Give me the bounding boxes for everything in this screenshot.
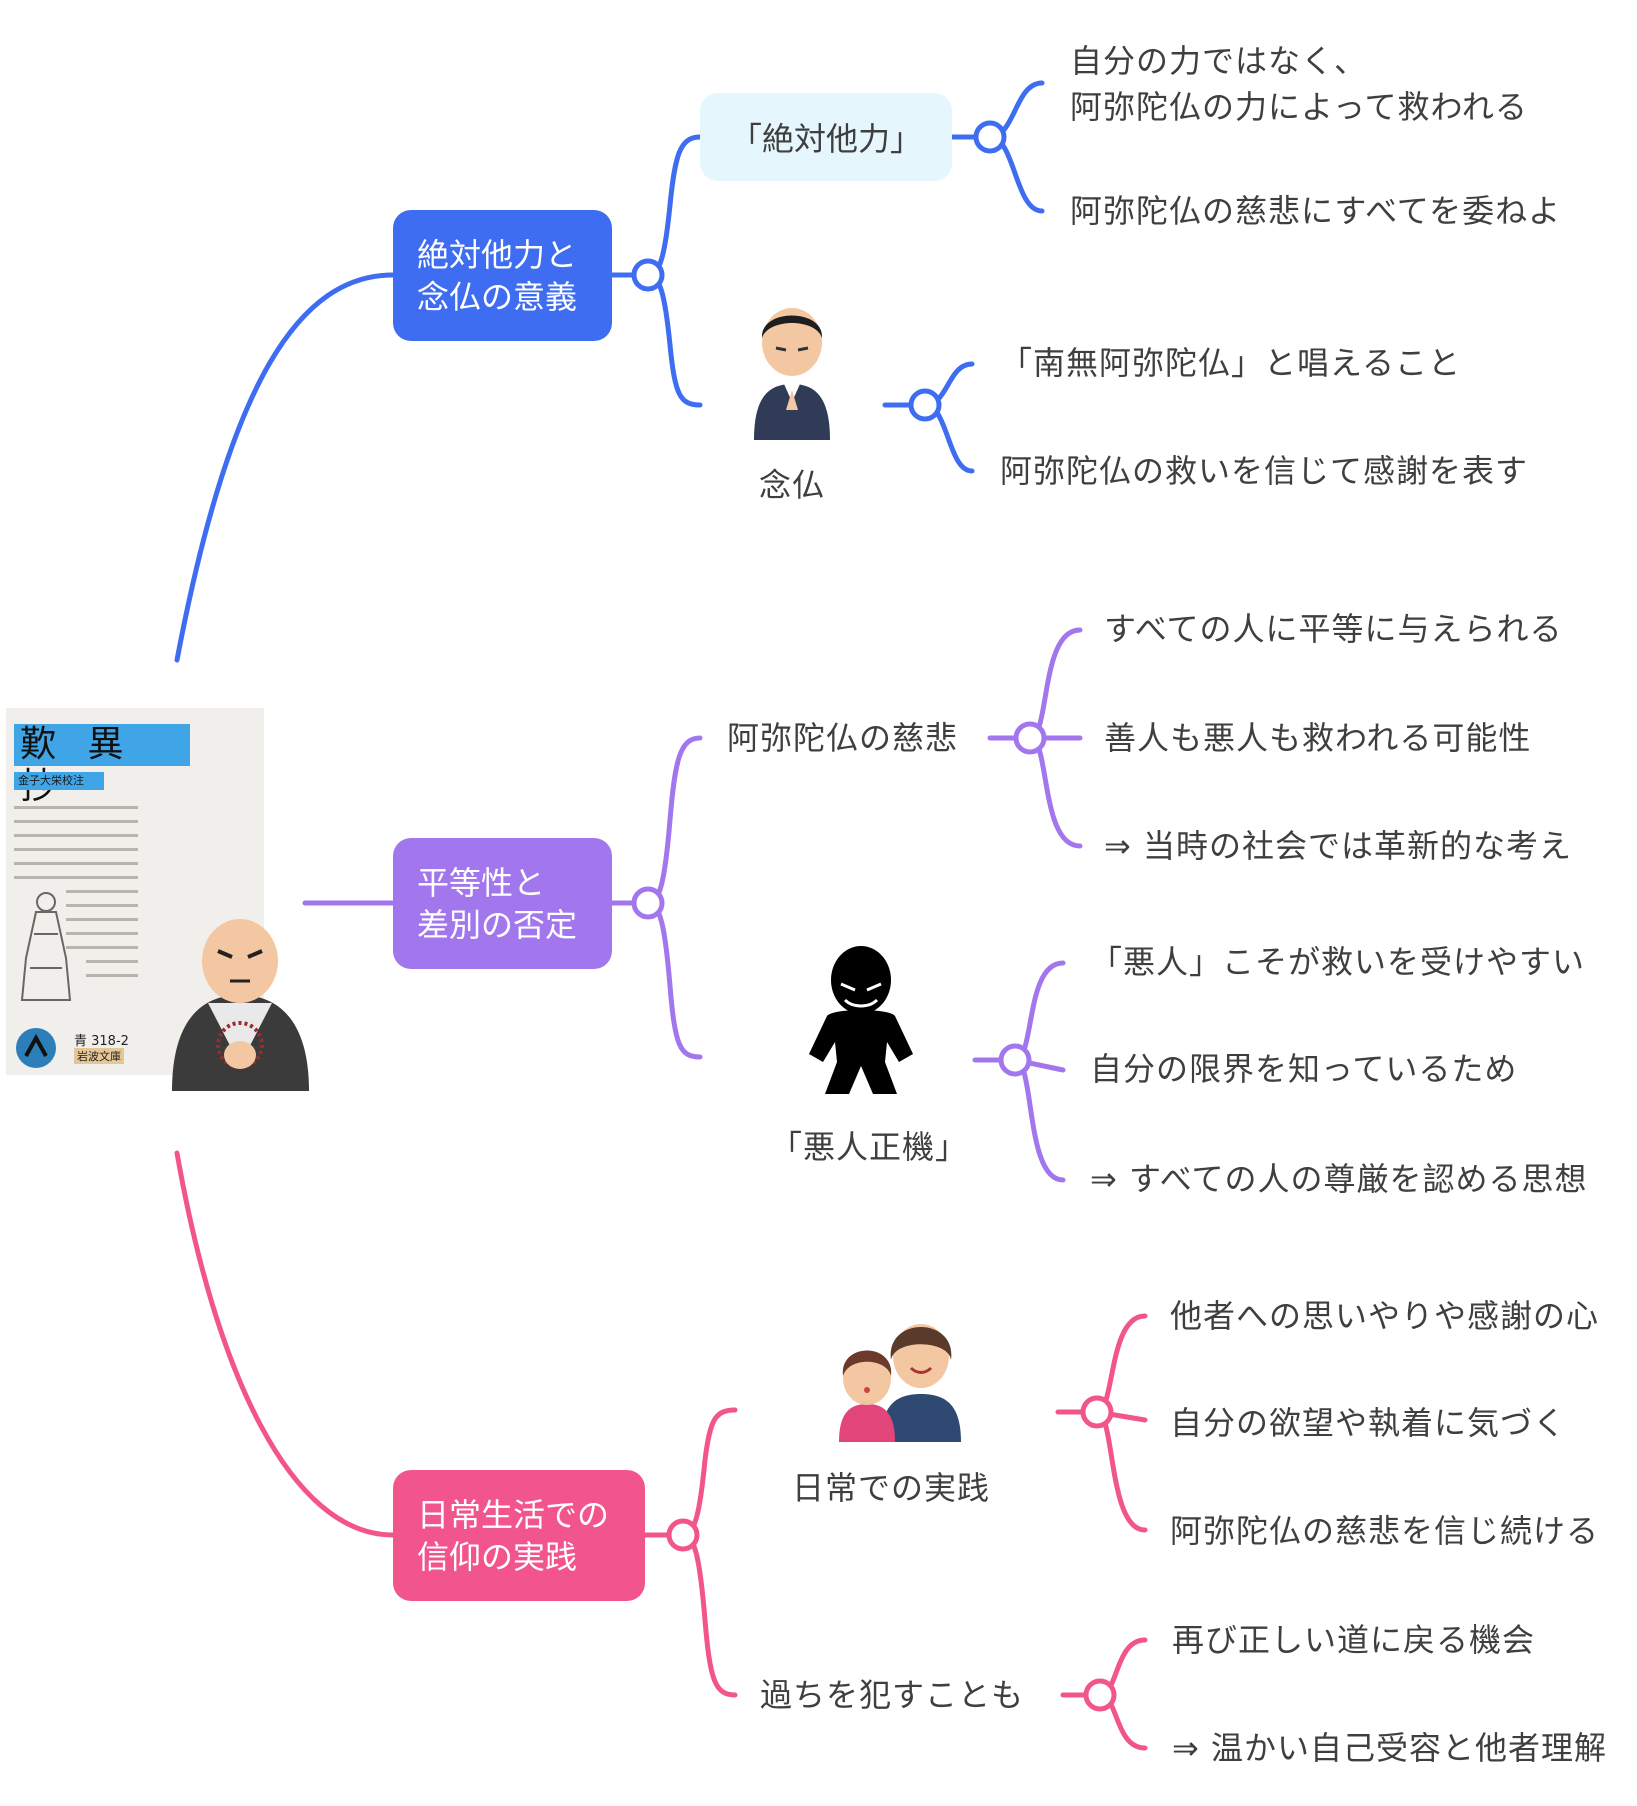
branch-box-tariki[interactable]: 絶対他力と 念仏の意義 — [393, 210, 612, 341]
junction-node — [908, 388, 942, 422]
leaf-text: 阿弥陀仏の力によって救われる — [1070, 88, 1528, 126]
leaf-text: ⇒ 温かい自己受容と他者理解 — [1172, 1729, 1607, 1767]
book-publisher: 岩波文庫 — [74, 1048, 124, 1064]
leaf-text: 阿弥陀仏の慈悲にすべてを委ねよ — [1070, 192, 1562, 230]
junction-node — [666, 1518, 700, 1552]
leaf-text: 自分の限界を知っているため — [1090, 1050, 1518, 1088]
publisher-logo-icon — [16, 1028, 56, 1068]
node-mistakes[interactable]: 過ちを犯すことも — [760, 1676, 1025, 1714]
leaf-text: すべての人に平等に与えられる — [1104, 610, 1563, 648]
leaf-text: 自分の欲望や執着に気づく — [1170, 1404, 1567, 1442]
book-title: 歎 異 抄 — [14, 724, 190, 807]
junction-node — [1083, 1678, 1117, 1712]
branch-label-line: 差別の否定 — [417, 905, 578, 944]
branch-label-line: 念仏の意義 — [417, 277, 578, 316]
junction-node — [1080, 1395, 1114, 1429]
node-nenbutsu-label: 念仏 — [758, 466, 825, 504]
branch-label-line: 平等性と — [417, 863, 546, 902]
book-number: 青 318-2 — [74, 1034, 129, 1049]
junction-node — [631, 886, 665, 920]
leaf-text: 阿弥陀仏の慈悲を信じ続ける — [1170, 1512, 1600, 1550]
book-editor: 金子大栄校注 — [14, 772, 104, 790]
leaf-text: 「悪人」こそが救いを受けやすい — [1090, 943, 1586, 981]
node-amida-mercy[interactable]: 阿弥陀仏の慈悲 — [727, 719, 959, 757]
junction-node — [973, 120, 1007, 154]
praying-man-icon — [754, 308, 830, 440]
leaf-text: 自分の力ではなく、 — [1070, 42, 1368, 80]
shinran-portrait-icon — [20, 892, 72, 1001]
leaf-text: 再び正しい道に戻る機会 — [1172, 1621, 1536, 1659]
node-zettai-tariki[interactable]: 「絶対他力」 — [700, 93, 952, 181]
node-daily-practice-label: 日常での実践 — [792, 1469, 991, 1507]
leaf-text: 他者への思いやりや感謝の心 — [1170, 1297, 1600, 1335]
branch-label-line: 絶対他力と — [417, 235, 578, 274]
branch-box-equality[interactable]: 平等性と 差別の否定 — [393, 838, 612, 969]
junction-node — [631, 258, 665, 292]
leaf-text: ⇒ すべての人の尊厳を認める思想 — [1090, 1160, 1588, 1198]
branch-label-line: 信仰の実践 — [417, 1537, 578, 1576]
mother-child-icon — [839, 1324, 961, 1442]
leaf-text: ⇒ 当時の社会では革新的な考え — [1104, 827, 1572, 865]
branch-box-daily-practice[interactable]: 日常生活での 信仰の実践 — [393, 1470, 645, 1601]
junction-node — [998, 1043, 1032, 1077]
villain-silhouette-icon — [809, 946, 913, 1094]
branch-label-line: 日常生活での — [417, 1495, 610, 1534]
node-akunin-shoki-label: 「悪人正機」 — [770, 1128, 969, 1166]
junction-node — [1013, 721, 1047, 755]
monk-icon — [172, 919, 309, 1091]
leaf-text: 阿弥陀仏の救いを信じて感謝を表す — [1000, 452, 1529, 490]
leaf-text: 善人も悪人も救われる可能性 — [1104, 719, 1532, 757]
leaf-text: 「南無阿弥陀仏」と唱えること — [1000, 344, 1462, 382]
